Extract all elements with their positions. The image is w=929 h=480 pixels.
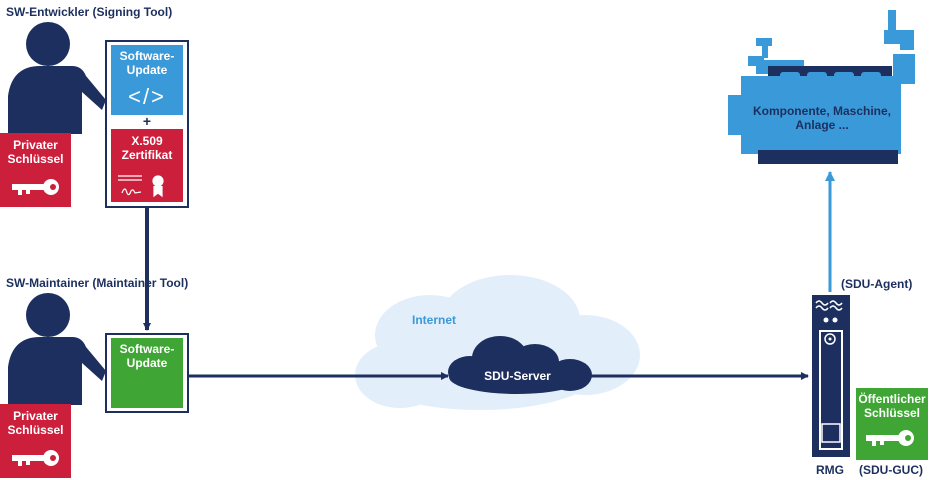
rmg-device-icon — [812, 295, 850, 457]
rmg-label: RMG — [816, 463, 844, 477]
machine-icon — [728, 10, 915, 164]
developer-private-key-label: Privater Schlüssel — [7, 138, 64, 166]
maintainer-private-key-label: Privater Schlüssel — [7, 409, 64, 437]
sdu-guc-label: (SDU-GUC) — [859, 463, 923, 477]
certificate-label: X.509 Zertifikat — [121, 134, 173, 162]
public-key-label: Öffentlicher Schlüssel — [858, 392, 926, 420]
plus-label: + — [142, 113, 152, 129]
sdu-agent-label: (SDU-Agent) — [841, 277, 913, 291]
maintainer-key-icon — [12, 450, 59, 466]
sdu-server-cloud — [448, 336, 592, 394]
developer-private-key-box — [0, 133, 71, 207]
code-icon: </> — [128, 84, 166, 109]
machine-label: Komponente, Maschine, Anlage ... — [752, 104, 892, 132]
maintainer-private-key-box — [0, 404, 71, 478]
maintainer-software-update-box — [111, 338, 183, 408]
developer-software-update-label: Software-Update — [119, 49, 175, 77]
internet-label: Internet — [412, 313, 457, 327]
developer-person-icon — [8, 22, 106, 134]
maintainer-person-icon — [8, 293, 106, 405]
maintainer-software-update-label: Software-Update — [119, 342, 175, 370]
sdu-server-label: SDU-Server — [484, 369, 551, 383]
public-key-box — [856, 388, 928, 460]
maintainer-title: SW-Maintainer (Maintainer Tool) — [6, 276, 189, 290]
developer-software-update-box — [111, 45, 183, 115]
developer-key-icon — [12, 179, 59, 195]
public-key-icon — [866, 430, 914, 446]
certificate-icon — [118, 175, 164, 198]
developer-title: SW-Entwickler (Signing Tool) — [6, 5, 173, 19]
